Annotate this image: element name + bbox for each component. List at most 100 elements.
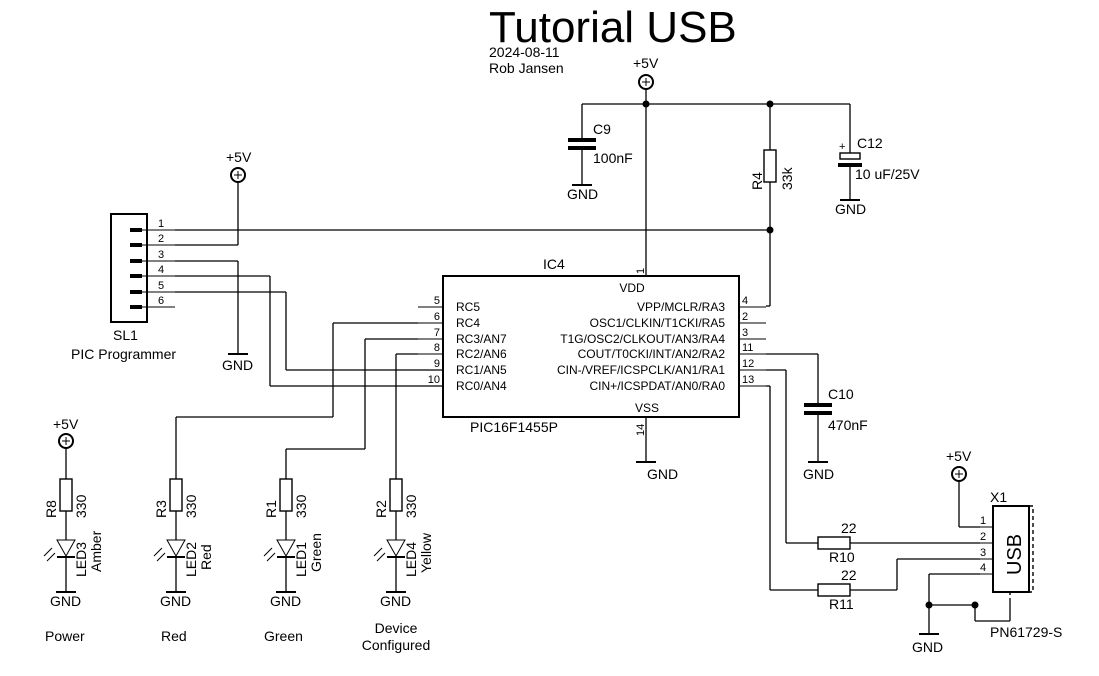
- svg-text:R11: R11: [829, 596, 854, 612]
- usb-ref: X1: [990, 489, 1007, 505]
- vcc-symbol-connector: +5V: [175, 149, 252, 246]
- svg-text:Device: Device: [375, 620, 418, 636]
- svg-text:4: 4: [980, 562, 986, 574]
- svg-text:7: 7: [434, 327, 440, 339]
- svg-text:1: 1: [980, 515, 986, 527]
- ic-left-pins: 5 6 7 8 9 10 RC5 RC4 RC3/AN7 RC2/AN6 RC1…: [418, 295, 507, 393]
- svg-text:COUT/T0CKI/INT/AN2/RA2: COUT/T0CKI/INT/AN2/RA2: [578, 347, 726, 361]
- svg-text:Amber: Amber: [88, 530, 104, 572]
- usb-label: USB: [1004, 534, 1026, 575]
- led-branch-green: R1 330 LED1 Green GND Green: [263, 338, 418, 644]
- svg-text:3: 3: [158, 249, 164, 261]
- svg-text:330: 330: [403, 494, 419, 518]
- svg-text:22: 22: [841, 567, 857, 583]
- svg-text:GND: GND: [912, 639, 943, 655]
- svg-text:Yellow: Yellow: [418, 532, 434, 573]
- svg-text:R2: R2: [373, 500, 389, 518]
- svg-text:RC4: RC4: [456, 316, 480, 330]
- svg-text:10: 10: [428, 374, 440, 386]
- svg-text:22: 22: [841, 520, 857, 536]
- svg-text:GND: GND: [50, 593, 81, 609]
- svg-text:RC1/AN5: RC1/AN5: [456, 363, 507, 377]
- svg-text:RC0/AN4: RC0/AN4: [456, 379, 507, 393]
- vcc-symbol-top: +5V: [633, 55, 659, 90]
- svg-text:5: 5: [434, 295, 440, 307]
- svg-text:LED3: LED3: [73, 542, 89, 577]
- svg-text:+5V: +5V: [226, 149, 252, 165]
- svg-text:470nF: 470nF: [828, 417, 868, 433]
- svg-text:GND: GND: [647, 466, 678, 482]
- led-branch-red: R3 330 LED2 Red GND Red: [153, 322, 418, 644]
- svg-text:5: 5: [158, 280, 164, 292]
- svg-text:+: +: [839, 141, 845, 153]
- svg-text:Green: Green: [264, 628, 303, 644]
- svg-text:GND: GND: [567, 186, 598, 202]
- capacitor-c9: C9 100nF GND: [567, 104, 633, 202]
- svg-text:330: 330: [293, 494, 309, 518]
- schematic-author: Rob Jansen: [489, 60, 564, 76]
- svg-text:VDD: VDD: [619, 281, 645, 295]
- led-branch-yellow: R2 330 LED4 Yellow GND Device Configured: [362, 353, 434, 653]
- svg-text:330: 330: [183, 494, 199, 518]
- svg-text:+5V: +5V: [53, 416, 79, 432]
- svg-text:R8: R8: [43, 500, 59, 518]
- svg-text:CIN-/VREF/ICSPCLK/AN1/RA1: CIN-/VREF/ICSPCLK/AN1/RA1: [557, 363, 725, 377]
- svg-text:1: 1: [158, 218, 164, 230]
- svg-text:3: 3: [742, 327, 748, 339]
- usb-ground: GND: [912, 573, 1011, 655]
- svg-text:RC3/AN7: RC3/AN7: [456, 332, 507, 346]
- svg-text:R4: R4: [749, 172, 765, 190]
- svg-text:Configured: Configured: [362, 637, 431, 653]
- schematic-title: Tutorial USB: [489, 3, 737, 52]
- svg-text:2: 2: [980, 531, 986, 543]
- svg-text:4: 4: [742, 295, 748, 307]
- svg-text:2: 2: [158, 233, 164, 245]
- svg-text:RC2/AN6: RC2/AN6: [456, 347, 507, 361]
- usb-part: PN61729-S: [990, 624, 1062, 640]
- svg-text:+5V: +5V: [946, 448, 972, 464]
- svg-text:11: 11: [742, 342, 753, 354]
- connector-pins: 1 2 3 4 5 6: [130, 218, 175, 309]
- ic4-pic16f1455: IC4 PIC16F1455P VDD VSS 1 14 GND 5 6 7 8…: [418, 256, 766, 482]
- top-power-rail: +5V: [582, 55, 850, 276]
- resistor-r4: R4 33k: [749, 104, 795, 306]
- svg-text:33k: 33k: [779, 166, 795, 190]
- svg-text:6: 6: [434, 311, 440, 323]
- svg-text:VSS: VSS: [635, 401, 659, 415]
- connector-ref: SL1: [113, 327, 138, 343]
- svg-text:100nF: 100nF: [593, 150, 633, 166]
- svg-text:R1: R1: [263, 500, 279, 518]
- svg-text:LED2: LED2: [183, 542, 199, 577]
- svg-text:C9: C9: [593, 121, 611, 137]
- svg-text:GND: GND: [160, 593, 191, 609]
- ic-part: PIC16F1455P: [470, 419, 558, 435]
- svg-text:Power: Power: [45, 628, 85, 644]
- led-branch-power: +5V R8 330 LED3 Amber GND Power: [43, 416, 104, 644]
- svg-text:LED1: LED1: [293, 542, 309, 577]
- svg-text:GND: GND: [803, 466, 834, 482]
- usb-connector-x1: USB X1 PN61729-S 1 2 3 4: [980, 489, 1062, 640]
- svg-text:VPP/MCLR/RA3: VPP/MCLR/RA3: [637, 300, 725, 314]
- vcc-symbol-usb: +5V: [946, 448, 980, 528]
- svg-text:9: 9: [434, 358, 440, 370]
- svg-text:+5V: +5V: [633, 55, 659, 71]
- svg-text:14: 14: [635, 424, 647, 436]
- svg-text:RC5: RC5: [456, 300, 480, 314]
- svg-text:3: 3: [980, 547, 986, 559]
- svg-text:1: 1: [635, 268, 647, 274]
- svg-text:OSC1/CLKIN/T1CKI/RA5: OSC1/CLKIN/T1CKI/RA5: [590, 316, 726, 330]
- svg-text:GND: GND: [222, 357, 253, 373]
- svg-text:Green: Green: [308, 533, 324, 572]
- svg-text:2: 2: [742, 311, 748, 323]
- connector-name: PIC Programmer: [71, 346, 176, 362]
- svg-text:C12: C12: [857, 135, 883, 151]
- svg-text:GND: GND: [270, 593, 301, 609]
- connector-sl1: 1 2 3 4 5 6 SL1 PIC Programmer: [71, 213, 176, 362]
- svg-text:CIN+/ICSPDAT/AN0/RA0: CIN+/ICSPDAT/AN0/RA0: [590, 379, 726, 393]
- capacitor-c12: + C12 10 uF/25V GND: [835, 104, 920, 217]
- svg-text:R3: R3: [153, 500, 169, 518]
- ic-ref: IC4: [543, 256, 565, 272]
- capacitor-c10: C10 470nF GND: [766, 353, 868, 482]
- svg-text:330: 330: [73, 494, 89, 518]
